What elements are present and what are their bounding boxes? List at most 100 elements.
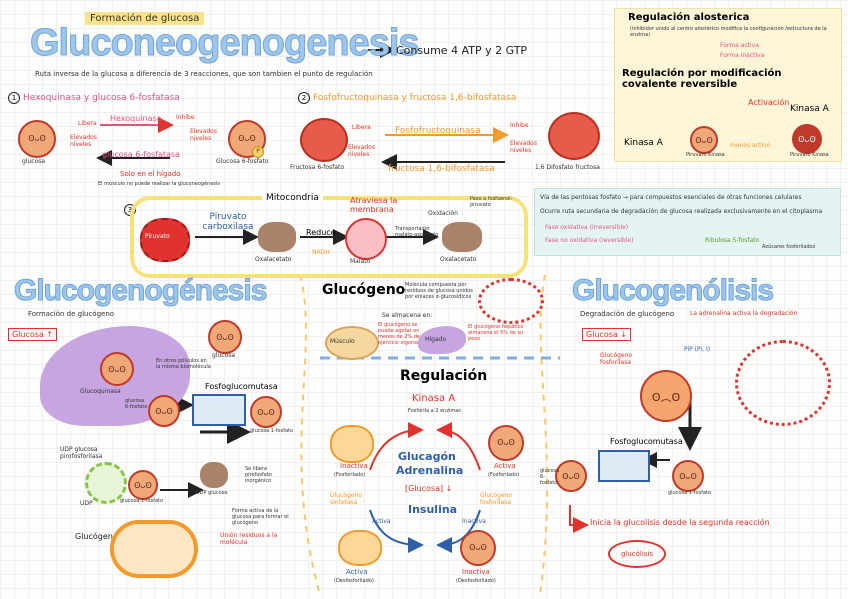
step1-title: Hexoquinasa y glucosa 6-fosfatasa	[23, 93, 180, 103]
oxalacetato1-label: Oxalacetato	[255, 256, 291, 263]
paso-label: Paso a fosfoenol-piruvato	[470, 196, 520, 208]
main-title: Gluconeogenogenesis	[30, 22, 419, 65]
higado-glucogeno-note: El glucógeno hepático almacena el 5% de …	[468, 324, 524, 342]
piruvato-kinasa-icon-2: ʘᴗʘ	[792, 124, 822, 154]
pentosas-line2: Ocurre ruta secundaria de degradación de…	[540, 208, 835, 215]
activacion-label: Activación	[748, 98, 789, 107]
nadh-label: NADH	[312, 249, 330, 256]
alosterica-note: (inhibidor unido al centro alostérico mo…	[630, 26, 830, 38]
udp-glucosa-icon	[200, 462, 228, 488]
fosforilasa-molecule-top: ʘᴗʘ	[488, 425, 524, 461]
union-label: Unión residuos a la molécula	[220, 532, 280, 546]
glycogen-chain-top	[478, 278, 544, 324]
step2-title: Fosfofructoquinasa y fructosa 1,6-bifosf…	[313, 93, 516, 103]
step2-right-up: Elevados niveles	[510, 140, 550, 154]
step1-enzyme-top: Hexoquinasa	[110, 114, 162, 123]
malato-circle	[345, 218, 387, 260]
step1-left-up: Elevados niveles	[70, 134, 110, 148]
piruvato-kinasa2-label: Piruvato Kinasa	[790, 152, 829, 158]
glucosa6-gen-molecule: ʘᴗʘ	[100, 352, 134, 386]
activa-right: Activa	[494, 462, 516, 470]
liberacion-label: Se libera pirofosfato inorgánico	[245, 466, 295, 484]
step1-bottom-note: Solo en el hígado	[120, 170, 180, 178]
glycogen-chain-right	[735, 340, 831, 426]
inactiva-left: Inactiva	[340, 462, 368, 470]
piruvato-blob	[140, 218, 190, 262]
covalente-title: Regulación por modificación covalente re…	[622, 68, 832, 90]
ribulosa-label: Ribulosa 5-fosfato	[705, 237, 759, 244]
pi-label: PiP (Pi, I)	[684, 346, 710, 353]
azucares-label: Azúcares fosforilados	[762, 244, 815, 250]
sintasa-chain	[110, 520, 198, 578]
fosforilado-right: (Fosforilado)	[488, 472, 519, 478]
step1-heading: 1Hexoquinasa y glucosa 6-fosfatasa	[8, 92, 180, 104]
consume-note: Consume 4 ATP y 2 GTP	[396, 44, 527, 57]
adrenalina-label: Adrenalina	[396, 464, 463, 477]
piruvato-kinasa-icon: ʘᴗʘ	[690, 126, 718, 154]
apple-right-icon	[548, 112, 600, 160]
higado-note: En otros pólvulos en la misma biomolécul…	[156, 358, 211, 370]
kinasa-a-right: Kinasa A	[790, 104, 829, 114]
step2-left-label: Fructosa 6-fosfato	[290, 164, 344, 171]
step2-left-top: Libera	[352, 124, 371, 131]
almacena-label: Se almacena en:	[382, 312, 432, 319]
alosterica-title: Regulación alosterica	[628, 12, 749, 23]
glucogenolisis-note: La adrenalina activa la degradación	[690, 310, 797, 317]
mitocondria-label: Mitocondria	[262, 193, 323, 203]
step1-right-label: Glucosa 6-fosfato	[216, 158, 269, 165]
step2-number: 2	[298, 92, 310, 104]
forma-inactiva: Forma inactiva	[720, 52, 764, 59]
activa-left2: Activa	[372, 518, 391, 525]
glucosa1-molecule: ʘᴗʘ	[250, 396, 282, 428]
glucoquinasa-label: Glucoquinasa	[80, 388, 121, 395]
glucosa1-gl-molecule: ʘᴗʘ	[672, 460, 704, 492]
piruvato-carboxilasa: Piruvato carboxilasa	[198, 212, 258, 232]
fase-oxidativa: Fase oxidativa (irreversible)	[545, 224, 628, 231]
step1-number: 1	[8, 92, 20, 104]
glucosa-gen-label: glucosa	[212, 352, 235, 359]
glucogeno-desc: Molécula compuesta por residuos de gluco…	[405, 282, 480, 300]
apple-left-icon	[300, 118, 348, 162]
activa-bottom: Activa	[346, 568, 368, 576]
glucosa-molecule: ʘᴗʘ	[18, 120, 56, 158]
oxalacetato2-label: Oxalacetato	[440, 256, 476, 263]
forma-activa: Forma activa	[720, 42, 759, 49]
regulacion-title: Regulación	[400, 368, 487, 384]
glucosa1b-molecule: ʘᴗʘ	[128, 470, 158, 500]
inactiva-bottom: Inactiva	[462, 568, 490, 576]
fosfoglucomutasa-gl-label: Fosfoglucomutasa	[610, 437, 683, 446]
step1-left-top: Libera	[78, 120, 97, 127]
atraviesa-label: Atraviesa la membrana	[350, 196, 420, 214]
glucogenolisis-subtitle: Degradación de glucógeno	[580, 310, 674, 318]
glucosa6-label: glucosa 6-fosfato	[125, 398, 149, 410]
pentosas-line1: Vía de las pentosas fosfato → para compu…	[540, 194, 835, 201]
step2-right-label: 1,6 Difosfato fructosa	[535, 164, 600, 171]
glycogen-blob-left-top	[330, 425, 374, 463]
glucogenesis-subtitle: Formación de glucógeno	[28, 310, 114, 318]
step2-right-top: Inhibe	[510, 122, 529, 129]
glucosa1-gl-label: glucosa 1-fosfato	[668, 490, 711, 496]
fosfoglucomutasa-enzyme	[192, 394, 246, 426]
step2-enzyme-bottom: fructosa 1,6-bifosfatasa	[388, 164, 495, 174]
step2-enzyme-top: Fosfofructoquinasa	[395, 126, 481, 136]
udp-label: UDP	[80, 500, 93, 507]
insulina-label: Insulina	[408, 503, 457, 516]
udp-pirofosforilasa: UDP glucosa pirofosforilasa	[60, 446, 140, 460]
glucosa-gen-molecule: ʘᴗʘ	[208, 320, 242, 354]
step2-left-up: Elevados niveles	[348, 144, 388, 158]
inicia-label: Inicia la glucolisis desde la segunda re…	[590, 518, 770, 527]
glucosa1-label: glucosa 1-fosfato	[250, 428, 293, 434]
oxalacetato-bear-2	[442, 222, 482, 252]
malato-label: Malato	[350, 258, 370, 265]
step1-bottom-small: El músculo no puede realizar la gluconeo…	[98, 181, 220, 187]
step1-left-label: glucosa	[22, 158, 45, 165]
glucogenolisis-title: Glucogenólisis	[572, 274, 773, 308]
reduce-label: Reduce	[306, 228, 336, 237]
glycogen-blob-left-bottom	[338, 530, 382, 566]
fosfoglucomutasa-label: Fosfoglucomutasa	[205, 382, 278, 391]
kinasa-a-left: Kinasa A	[624, 138, 663, 148]
glucogenesis-title: Glucogenogénesis	[14, 274, 266, 308]
fosforilado-left: (Fosforilado)	[334, 472, 365, 478]
fase-no-oxidativa: Fase no oxidativa (reversible)	[545, 237, 633, 244]
